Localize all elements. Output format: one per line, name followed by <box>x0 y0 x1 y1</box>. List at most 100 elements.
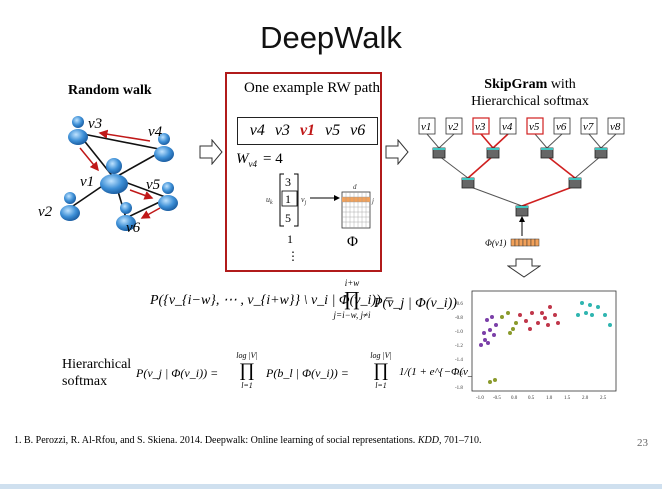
scatter-point <box>543 316 547 320</box>
leaf-label: v6 <box>556 121 567 133</box>
hs-product-symbol-2: log |V| ∏ l=1 <box>362 351 400 391</box>
hierarchical-softmax-label: Hierarchical softmax <box>62 356 131 390</box>
scatter-point <box>580 301 584 305</box>
eq-hs-mid: P(b_l | Φ(v_i)) = <box>266 366 349 380</box>
person-icon <box>158 182 178 211</box>
scatter-point <box>546 323 550 327</box>
eq-hs-prod-bottom-2: l=1 <box>375 381 387 390</box>
svg-text:vj: vj <box>301 195 307 206</box>
window-value: = 4 <box>263 151 283 167</box>
y-tick: -1.6 <box>455 372 463 377</box>
random-walk-label: Random walk <box>68 83 152 98</box>
vector-entry: ⋮ <box>287 249 299 263</box>
person-icon <box>154 133 174 162</box>
node-label-v2: v2 <box>38 204 53 220</box>
walk-arrows <box>79 129 161 219</box>
window-symbol: W <box>236 151 249 167</box>
scatter-point <box>485 318 489 322</box>
scatter-points <box>479 301 612 384</box>
rw-path-sequence: v4 v3 v1 v5 v6 <box>237 117 378 145</box>
random-walk-graph: v3 v4 v1 v5 v2 v6 <box>38 116 178 236</box>
footnote-prefix: 1. B. Perozzi, R. Al-Rfou, and S. Skiena… <box>14 435 418 446</box>
y-tick: -1.0 <box>455 330 463 335</box>
leaf-label: v1 <box>421 121 431 133</box>
y-tick: -0.8 <box>455 316 463 321</box>
node-label-v4: v4 <box>148 124 163 140</box>
scatter-point <box>590 313 594 317</box>
skipgram-title-line2: Hierarchical softmax <box>471 94 589 109</box>
scatter-point <box>488 380 492 384</box>
scatter-point <box>603 313 607 317</box>
eq-main-lhs: P({v_{i−w}, ⋯ , v_{i+w}} \ v_i | Φ(v_i))… <box>150 293 394 308</box>
scatter-point <box>493 378 497 382</box>
scatter-point <box>488 328 492 332</box>
scatter-point <box>530 311 534 315</box>
node-label-v5: v5 <box>146 177 161 193</box>
scatter-point <box>518 313 522 317</box>
vector-entry: 3 <box>285 175 291 189</box>
eq-hs-prod-top: log |V| <box>236 351 258 360</box>
footnote: 1. B. Perozzi, R. Al-Rfou, and S. Skiena… <box>14 435 481 446</box>
node-label-v6: v6 <box>126 220 141 236</box>
scatter-point <box>514 321 518 325</box>
product-symbol: i+w ∏ j=i−w, j≠i <box>330 278 374 320</box>
slide-title: DeepWalk <box>260 20 402 55</box>
y-tick: -1.8 <box>455 386 463 391</box>
hierarchical-softmax-tree: v1 v2 v3 v4 v5 v6 v7 v8 Φ(v1) <box>418 117 625 248</box>
scatter-point <box>536 321 540 325</box>
input-label: Φ(v1) <box>485 238 506 248</box>
x-tick: 1.0 <box>546 396 553 401</box>
eq-hs-lhs: P(v_j | Φ(v_i)) = <box>136 366 219 380</box>
y-tick: -0.6 <box>455 302 463 307</box>
leaf-label: v5 <box>529 121 540 133</box>
scatter-point <box>540 311 544 315</box>
node-label-v1: v1 <box>80 174 94 190</box>
hs-label-line1: Hierarchical <box>62 357 132 372</box>
seq-item: v4 <box>249 122 265 139</box>
window-size: Wv4 = 4 <box>236 151 283 169</box>
rw-path-title: One example RW path <box>244 80 380 96</box>
scatter-point <box>500 315 504 319</box>
eq-main-prod-top: i+w <box>344 278 360 288</box>
person-icon <box>100 158 128 194</box>
x-tick: 2.5 <box>600 396 607 401</box>
y-tick: -1.4 <box>455 358 463 363</box>
scatter-point <box>548 305 552 309</box>
skipgram-title-rest: with <box>547 77 576 92</box>
arrow-right-icon <box>385 139 409 165</box>
eq-main-prod-bottom: j=i−w, j≠i <box>333 310 371 320</box>
embedding-lookup-diagram: 3 1 5 1 ⋮ uk vj d j Φ <box>266 173 374 263</box>
scatter-point <box>576 313 580 317</box>
skipgram-title-bold: SkipGram <box>484 77 548 92</box>
uk-label: u <box>266 195 270 204</box>
rw-path-box <box>225 72 382 272</box>
scatter-point <box>490 315 494 319</box>
bottom-bar <box>0 484 662 489</box>
person-icon <box>60 192 80 221</box>
uk-sub: k <box>270 200 273 206</box>
vector-entry: 5 <box>285 211 291 225</box>
svg-text:uk: uk <box>266 195 273 206</box>
window-subscript: v4 <box>248 159 258 169</box>
scatter-point <box>588 303 592 307</box>
x-tick: -1.0 <box>476 396 484 401</box>
hs-label-line2: softmax <box>62 374 108 389</box>
hs-product-symbol: log |V| ∏ l=1 <box>228 351 266 391</box>
seq-item: v5 <box>325 122 341 139</box>
skipgram-equation: P({v_{i−w}, ⋯ , v_{i+w}} \ v_i | Φ(v_i))… <box>150 292 394 309</box>
leaf-label: v4 <box>502 121 513 133</box>
leaf-label: v3 <box>475 121 486 133</box>
x-tick: 2.0 <box>582 396 589 401</box>
arrow-down-icon <box>507 258 541 278</box>
scatter-frame <box>471 290 617 392</box>
seq-item-highlighted: v1 <box>299 122 316 139</box>
phi-label: Φ <box>347 234 358 250</box>
scatter-point <box>556 321 560 325</box>
scatter-point <box>483 338 487 342</box>
scatter-point <box>486 341 490 345</box>
vj-label: v <box>301 195 305 204</box>
scatter-point <box>524 319 528 323</box>
x-tick: 0.0 <box>511 396 518 401</box>
scatter-point <box>608 323 612 327</box>
seq-item: v3 <box>274 122 290 139</box>
